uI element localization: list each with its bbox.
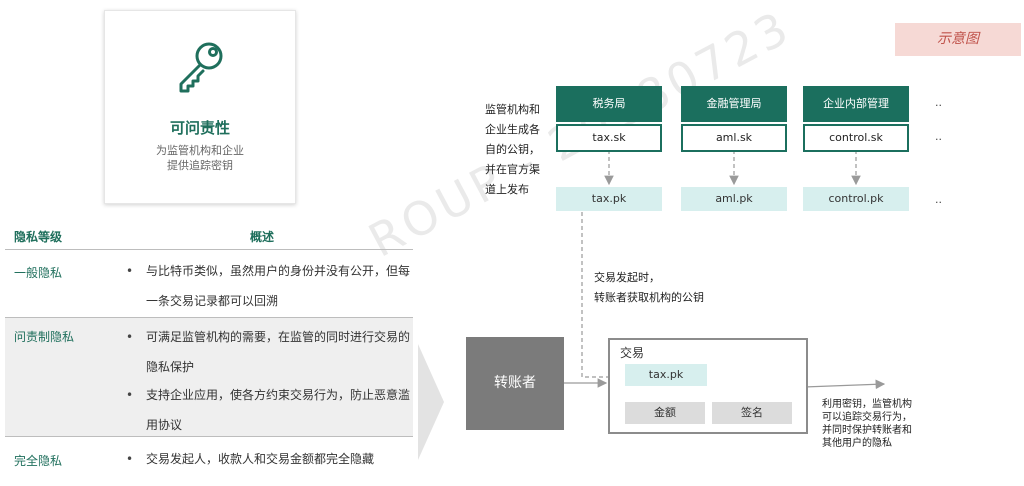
bullet: • bbox=[126, 264, 134, 278]
pk-aml: aml.pk bbox=[681, 187, 787, 211]
org-note: 监管机构和企业生成各自的公钥，并在官方渠道上发布 bbox=[485, 103, 540, 196]
result-note: 利用密钥，监管机构可以追踪交易行为，并同时保护转账者和其他用户的隐私 bbox=[822, 399, 912, 449]
row-highlight bbox=[5, 318, 413, 436]
transaction-pk: tax.pk bbox=[625, 364, 707, 386]
org-tax: 税务局 bbox=[556, 86, 662, 122]
amount-field: 金额 bbox=[625, 402, 705, 424]
level-full: 完全隐私 bbox=[14, 454, 63, 468]
bullet: • bbox=[126, 452, 134, 466]
bullet: • bbox=[126, 388, 134, 402]
pk-control: control.pk bbox=[803, 187, 909, 211]
divider bbox=[5, 249, 413, 250]
desc-accountable-1: 可满足监管机构的需要，在监管的同时进行交易的隐私保护 bbox=[146, 330, 411, 374]
divider bbox=[5, 436, 413, 437]
sender-box: 转账者 bbox=[466, 337, 564, 430]
desc-general: 与比特币类似，虽然用户的身份并没有公开，但每一条交易记录都可以回溯 bbox=[146, 264, 411, 308]
dots: .. bbox=[935, 96, 942, 109]
sk-control: control.sk bbox=[803, 124, 909, 152]
desc-accountable-2: 支持企业应用，使各方约束交易行为，防止恶意滥用协议 bbox=[146, 388, 411, 432]
org-aml: 金融管理局 bbox=[681, 86, 787, 122]
transaction-box: 交易 tax.pk 金额 签名 bbox=[608, 338, 808, 434]
level-accountable: 问责制隐私 bbox=[14, 330, 75, 344]
diagram-badge: 示意图 bbox=[895, 23, 1021, 56]
desc-full: 交易发起人，收款人和交易金额都完全隐藏 bbox=[146, 452, 375, 466]
org-control: 企业内部管理 bbox=[803, 86, 909, 122]
card-title: 可问责性 bbox=[169, 119, 230, 137]
divider bbox=[5, 317, 413, 318]
arrow-result bbox=[803, 379, 886, 390]
level-general: 一般隐私 bbox=[14, 266, 63, 280]
accountability-card: 可问责性 为监管机构和企业 提供追踪密钥 bbox=[104, 10, 296, 204]
pk-tax: tax.pk bbox=[556, 187, 662, 211]
arrow-fetch bbox=[581, 212, 622, 382]
header-privacy-level: 隐私等级 bbox=[14, 230, 63, 244]
sk-aml: aml.sk bbox=[681, 124, 787, 152]
bullet: • bbox=[126, 330, 134, 344]
card-description: 为监管机构和企业 提供追踪密钥 bbox=[156, 144, 244, 172]
fetch-note: 交易发起时， 转账者获取机构的公钥 bbox=[594, 271, 704, 304]
sk-tax: tax.sk bbox=[556, 124, 662, 152]
signature-field: 签名 bbox=[712, 402, 792, 424]
header-overview: 概述 bbox=[250, 230, 275, 244]
key-icon bbox=[179, 42, 223, 93]
dots: .. bbox=[935, 193, 942, 206]
transaction-title: 交易 bbox=[620, 346, 645, 360]
chevron-arrow bbox=[418, 344, 444, 460]
dots: .. bbox=[935, 130, 942, 143]
